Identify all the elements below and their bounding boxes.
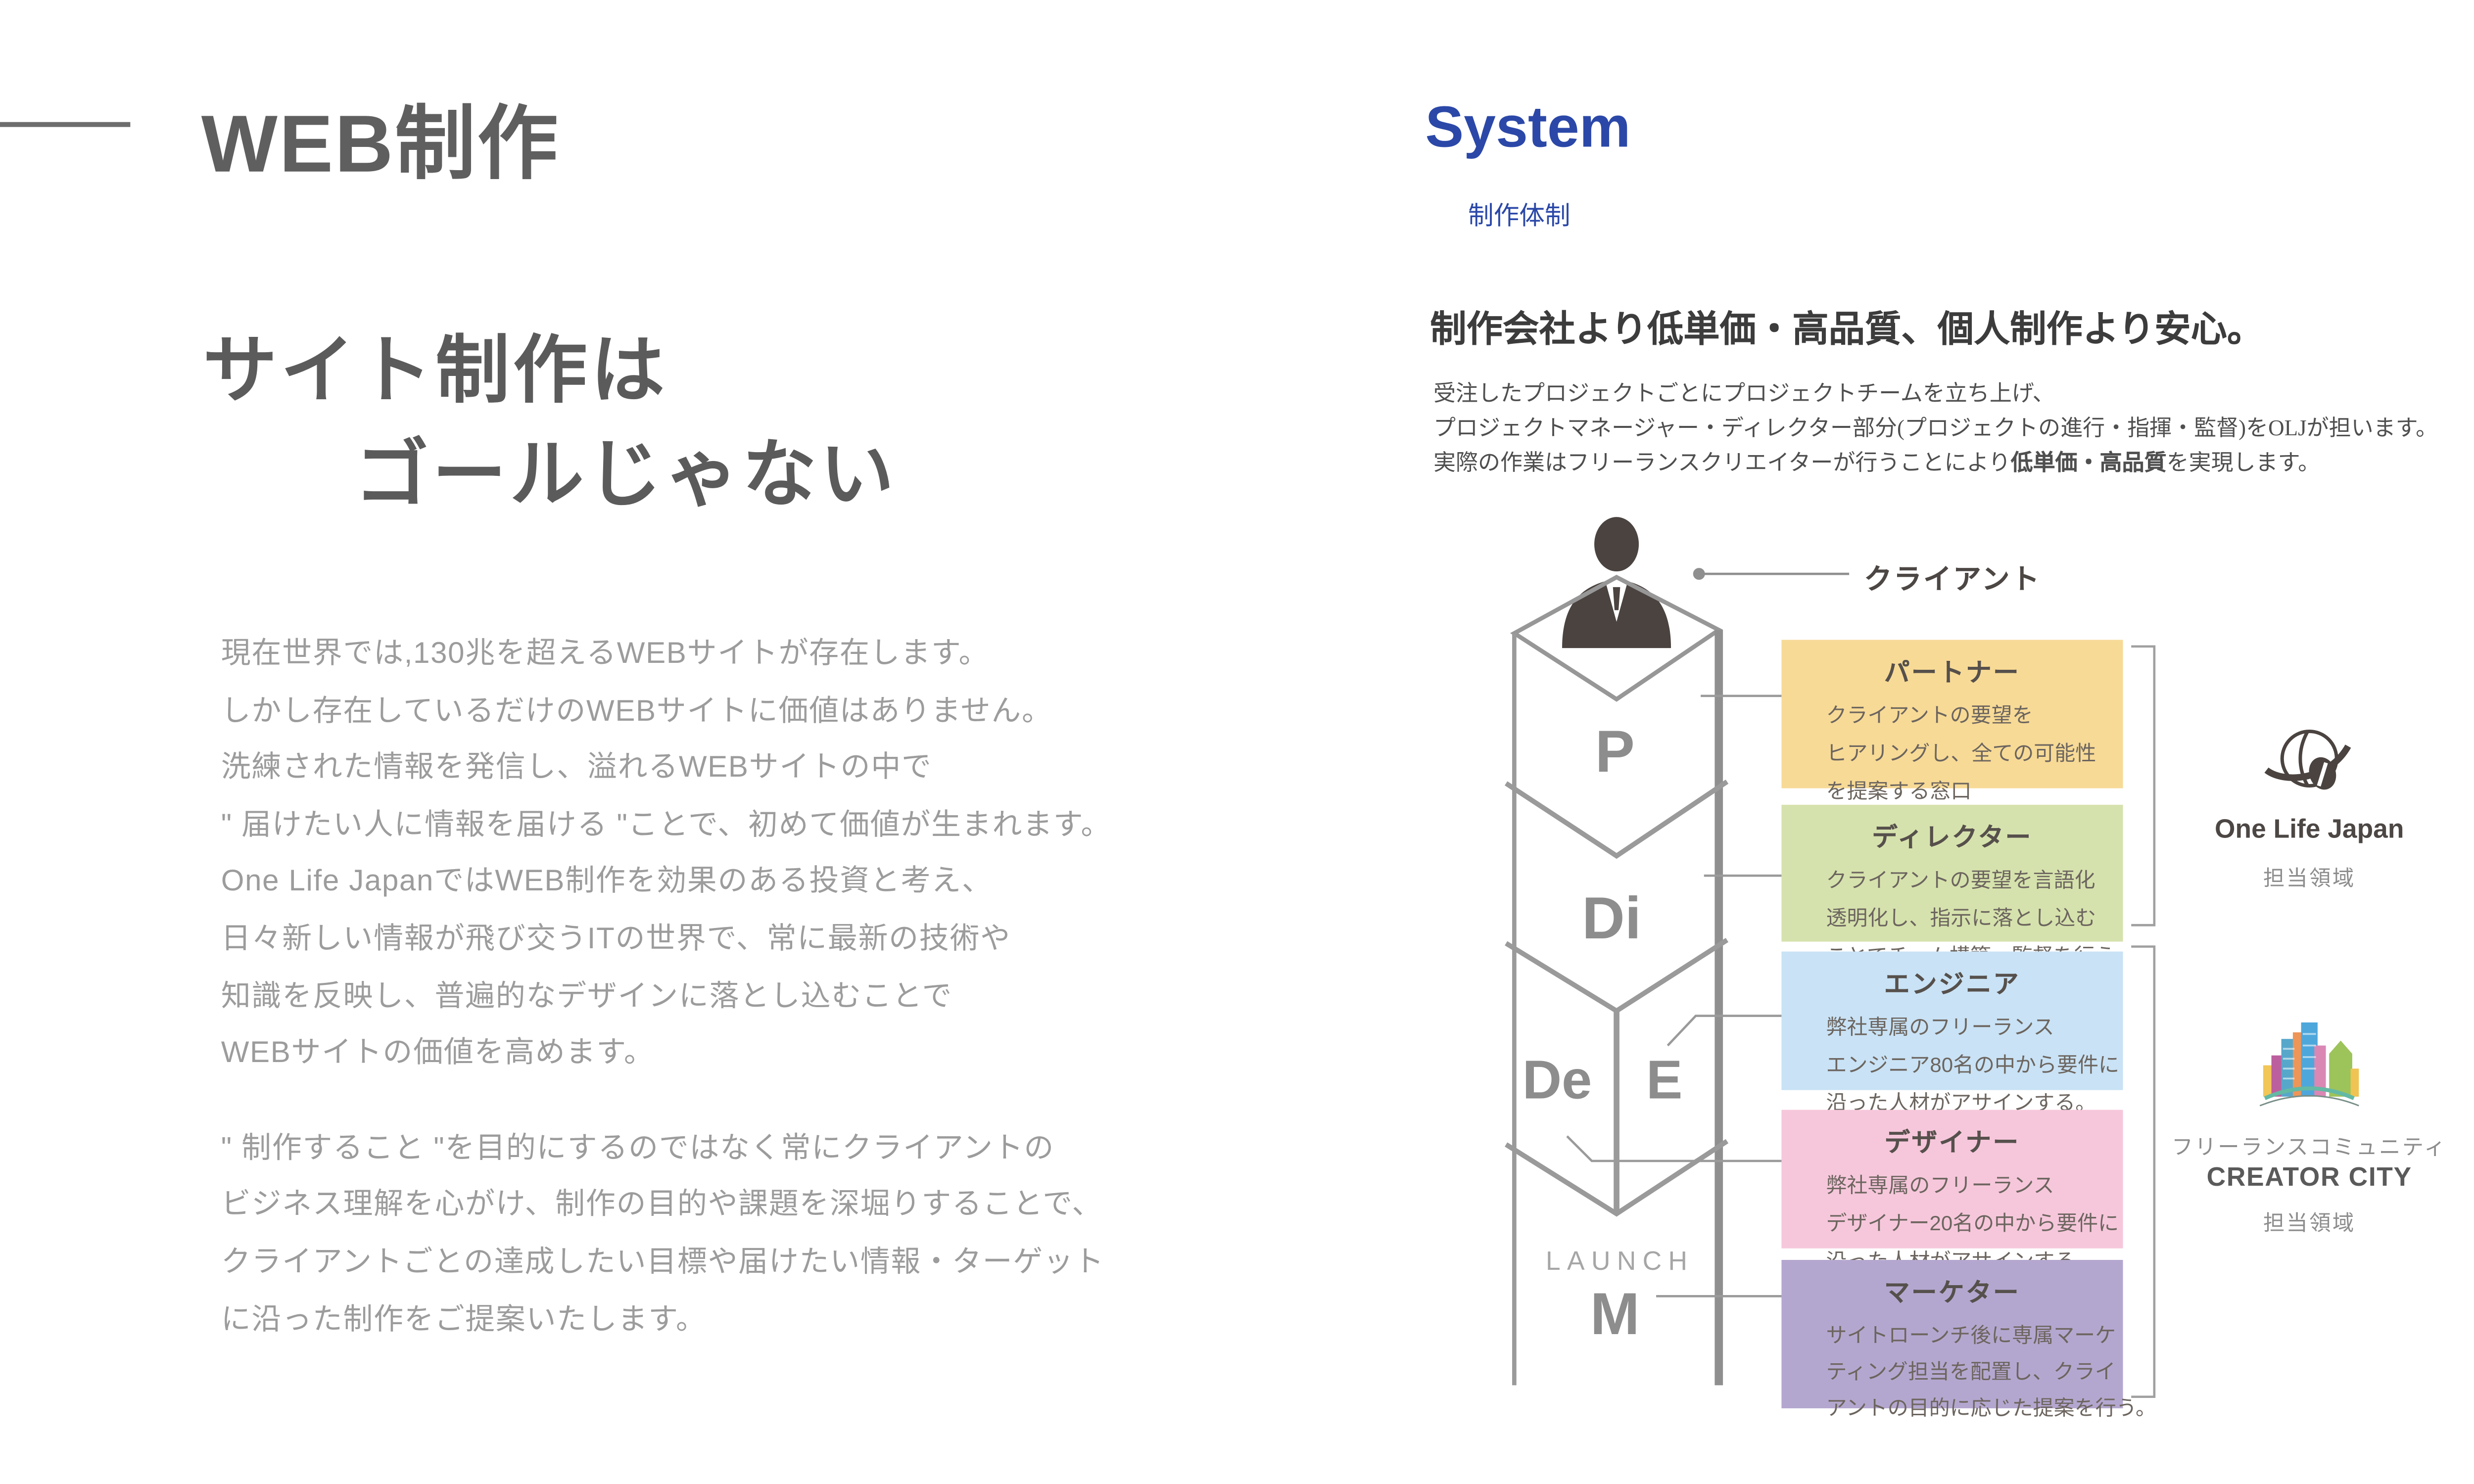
role-card-partner: パートナー クライアントの要望を ヒアリングし、全ての可能性 を提案する窓口 bbox=[1781, 640, 2123, 803]
stage-letter-di: Di bbox=[1582, 883, 1642, 952]
role-line: を提案する窓口 bbox=[1826, 780, 1972, 803]
role-line: ヒアリングし、全ての可能性 bbox=[1826, 742, 2096, 765]
description-line: 受注したプロジェクトごとにプロジェクトチームを立ち上げ、 bbox=[1433, 381, 2055, 406]
role-line: ティング担当を配置し、クライ bbox=[1826, 1360, 2116, 1384]
role-title: マーケター bbox=[1884, 1279, 2021, 1308]
stage-letter-m: M bbox=[1590, 1279, 1640, 1347]
bracket-olj bbox=[2131, 645, 2156, 927]
section-title: System bbox=[1425, 95, 1631, 160]
role-card-engineer: エンジニア 弊社専属のフリーランス エンジニア80名の中から要件に 沿った人材が… bbox=[1781, 951, 2123, 1115]
role-line: 弊社専属のフリーランス bbox=[1826, 1016, 2054, 1039]
section-subtitle: 制作体制 bbox=[1468, 203, 1570, 231]
stage-letter-p: P bbox=[1595, 717, 1635, 785]
body-line: One Life JapanではWEB制作を効果のある投資と考え、 bbox=[221, 865, 993, 898]
page-title: WEB制作 bbox=[201, 100, 560, 190]
headline-line-1: サイト制作は bbox=[203, 328, 668, 413]
description-line: 実際の作業はフリーランスクリエイターが行うことにより低単価・高品質を実現します。 bbox=[1433, 450, 2321, 475]
body-line: に沿った制作をご提案いたします。 bbox=[221, 1302, 707, 1335]
creator-city-community: フリーランスコミュニティ bbox=[2171, 1134, 2447, 1159]
role-card-director: ディレクター クライアントの要望を言語化 透明化し、指示に落とし込む ことでチー… bbox=[1781, 804, 2135, 968]
role-line: サイトローンチ後に専属マーケ bbox=[1826, 1324, 2116, 1347]
creator-city-scope: 担当領域 bbox=[2263, 1210, 2356, 1235]
role-title: パートナー bbox=[1884, 659, 2021, 688]
role-line: デザイナー20名の中から要件に bbox=[1826, 1212, 2119, 1235]
description-line: プロジェクトマネージャー・ディレクター部分(プロジェクトの進行・指揮・監督)をO… bbox=[1433, 416, 2438, 441]
role-card-marketer: マーケター サイトローンチ後に専属マーケ ティング担当を配置し、クライ アントの… bbox=[1781, 1259, 2156, 1420]
olj-name: One Life Japan bbox=[2215, 816, 2404, 844]
olj-scope: 担当領域 bbox=[2263, 866, 2356, 891]
headline-line-2: ゴールじゃない bbox=[354, 432, 898, 516]
body-line: 日々新しい情報が飛び交うITの世界で、常に最新の技術や bbox=[221, 922, 1011, 955]
role-line: クライアントの要望を言語化 bbox=[1826, 869, 2095, 892]
body-line: しかし存在しているだけのWEBサイトに価値はありません。 bbox=[221, 694, 1052, 727]
role-line: クライアントの要望を bbox=[1826, 704, 2033, 728]
description: 受注したプロジェクトごとにプロジェクトチームを立ち上げ、 プロジェクトマネージャ… bbox=[1433, 376, 2438, 480]
column-top-face bbox=[1510, 574, 1723, 702]
role-line: 透明化し、指示に落とし込む bbox=[1826, 907, 2096, 930]
role-title: ディレクター bbox=[1872, 824, 2033, 853]
chevron-divider-3 bbox=[1505, 1139, 1729, 1217]
header-rule bbox=[0, 122, 131, 127]
one-life-japan-globe-icon bbox=[2264, 730, 2351, 790]
body-line: 知識を反映し、普遍的なデザインに落とし込むことで bbox=[221, 978, 953, 1012]
role-title: デザイナー bbox=[1884, 1129, 2020, 1158]
body-line: WEBサイトの価値を高めます。 bbox=[221, 1036, 655, 1069]
chevron-divider-1 bbox=[1504, 780, 1729, 859]
body-line: ビジネス理解を心がけ、制作の目的や課題を深堀りすることで、 bbox=[221, 1188, 1103, 1221]
role-card-designer: デザイナー 弊社専属のフリーランス デザイナー20名の中から要件に 沿った人材が… bbox=[1781, 1110, 2123, 1273]
role-line: 弊社専属のフリーランス bbox=[1826, 1174, 2054, 1198]
stage-letter-de: De bbox=[1522, 1049, 1592, 1110]
role-line: アントの目的に応じた提案を行う。 bbox=[1826, 1396, 2157, 1420]
intro-text: 現在世界では,130兆を超えるWEBサイトが存在します。 しかし存在しているだけ… bbox=[221, 625, 1211, 1347]
connector-client bbox=[1693, 568, 1850, 580]
creator-city-skyline-icon bbox=[2259, 1022, 2359, 1107]
statement: 制作会社より低単価・高品質、個人制作より安心。 bbox=[1430, 308, 2264, 350]
client-label: クライアント bbox=[1864, 564, 2041, 596]
body-line: " 届けたい人に情報を届ける "ことで、初めて価値が生まれます。 bbox=[221, 807, 1112, 841]
body-line: 現在世界では,130兆を超えるWEBサイトが存在します。 bbox=[221, 636, 990, 670]
body-line: 洗練された情報を発信し、溢れるWEBサイトの中で bbox=[221, 750, 932, 784]
stage-label-launch: LAUNCH bbox=[1546, 1248, 1694, 1277]
role-line: エンジニア80名の中から要件に bbox=[1826, 1054, 2119, 1077]
body-line: " 制作すること "を目的にするのではなく常にクライアントの bbox=[221, 1131, 1055, 1164]
creator-city-name: CREATOR CITY bbox=[2206, 1164, 2412, 1193]
body-line: クライアントごとの達成したい目標や届けたい情報・ターゲット bbox=[221, 1245, 1105, 1278]
client-person-icon bbox=[1562, 517, 1671, 649]
connector-designer bbox=[1566, 1135, 1782, 1162]
bracket-creator-city bbox=[2131, 945, 2156, 1398]
connector-engineer bbox=[1666, 1015, 1782, 1047]
role-title: エンジニア bbox=[1884, 971, 2021, 1000]
stage-letter-e: E bbox=[1646, 1049, 1683, 1110]
